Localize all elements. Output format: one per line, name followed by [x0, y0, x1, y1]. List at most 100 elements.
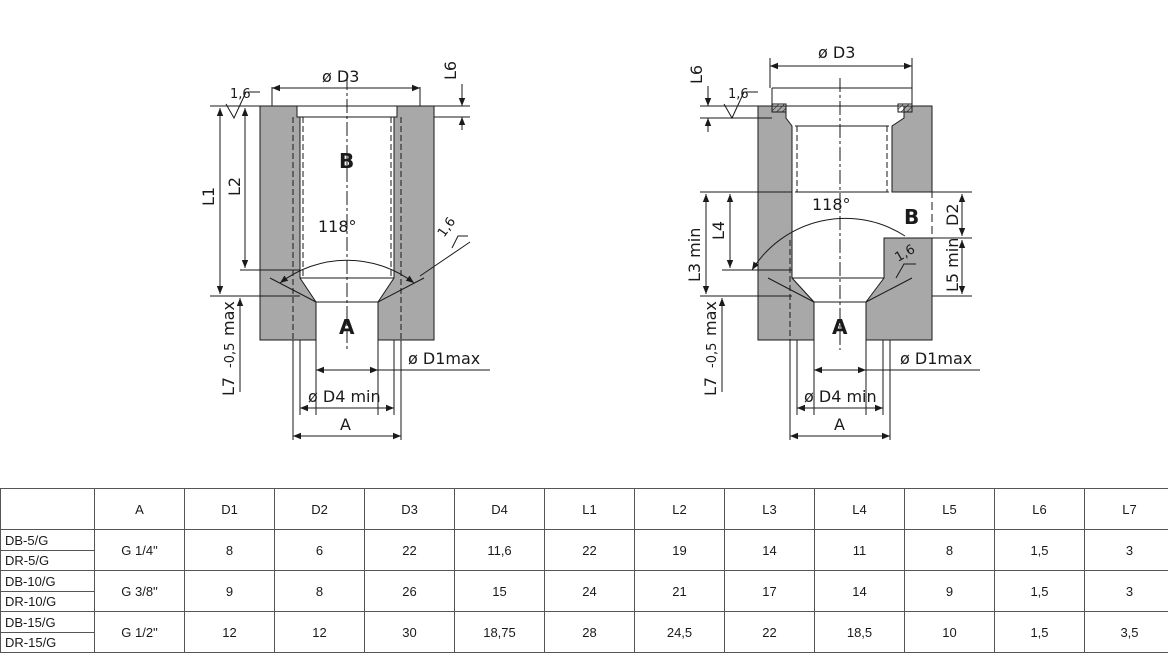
drawing-canvas: ø D3 L6 1,6 L1 L2 B 118° 1,6 A L7 -0,5 m…: [0, 0, 1168, 470]
technical-drawings: ø D3 L6 1,6 L1 L2 B 118° 1,6 A L7 -0,5 m…: [0, 0, 1168, 470]
table-cell: 12: [185, 612, 275, 653]
table-cell: 9: [185, 571, 275, 612]
model-names-cell: DB-10/G DR-10/G: [1, 571, 95, 612]
right-body: [758, 106, 814, 340]
table-cell: 30: [365, 612, 455, 653]
right-roughness-top: 1,6: [728, 87, 749, 102]
left-d3-label: ø D3: [322, 67, 359, 86]
right-d2-label: D2: [943, 204, 962, 227]
right-port-b: B: [904, 205, 919, 229]
table-row: DB-10/G DR-10/G G 3/8" 9 8 26 15 24 21 1…: [1, 571, 1168, 612]
header-cell: [1, 489, 95, 530]
table-cell: 24,5: [635, 612, 725, 653]
table-cell: 3: [1085, 571, 1168, 612]
dimension-table: A D1 D2 D3 D4 L1 L2 L3 L4 L5 L6 L7 DB-5/…: [0, 488, 1168, 653]
right-angle-label: 118°: [812, 195, 851, 214]
table-cell: 1,5: [995, 530, 1085, 571]
header-cell: L2: [635, 489, 725, 530]
model-name: DR-5/G: [1, 550, 94, 570]
left-l7-max: max: [219, 301, 238, 336]
table-cell: 1,5: [995, 612, 1085, 653]
left-d1max-label: ø D1max: [408, 349, 480, 368]
table-cell: 11,6: [455, 530, 545, 571]
model-name: DR-15/G: [1, 632, 94, 652]
table-cell: 21: [635, 571, 725, 612]
right-l6-label: L6: [687, 65, 706, 84]
table-header-row: A D1 D2 D3 D4 L1 L2 L3 L4 L5 L6 L7: [1, 489, 1168, 530]
left-l7-tolerance: -0,5: [223, 343, 238, 368]
table-row: DB-15/G DR-15/G G 1/2" 12 12 30 18,75 28…: [1, 612, 1168, 653]
table-cell: 12: [275, 612, 365, 653]
table-cell: 3: [1085, 530, 1168, 571]
table-cell: 18,5: [815, 612, 905, 653]
table-cell: G 1/2": [95, 612, 185, 653]
table-cell: 28: [545, 612, 635, 653]
left-body: [260, 106, 316, 340]
table-cell: 8: [185, 530, 275, 571]
right-l5min-label: L5 min: [943, 238, 962, 292]
right-d3-label: ø D3: [818, 43, 855, 62]
left-d4min-label: ø D4 min: [308, 387, 381, 406]
model-names-cell: DB-5/G DR-5/G: [1, 530, 95, 571]
left-l1-label: L1: [199, 187, 218, 206]
table-cell: 8: [275, 571, 365, 612]
table-cell: G 3/8": [95, 571, 185, 612]
table-cell: G 1/4": [95, 530, 185, 571]
header-cell: L5: [905, 489, 995, 530]
table-cell: 14: [725, 530, 815, 571]
table-cell: 22: [365, 530, 455, 571]
left-roughness-side: 1,6: [435, 215, 459, 241]
right-l3min-label: L3 min: [685, 228, 704, 282]
table-cell: 8: [905, 530, 995, 571]
right-drawing: [700, 58, 980, 440]
right-l7-max: max: [701, 301, 720, 336]
right-a-label: A: [834, 415, 845, 434]
table-cell: 10: [905, 612, 995, 653]
model-names-cell: DB-15/G DR-15/G: [1, 612, 95, 653]
table-cell: 19: [635, 530, 725, 571]
header-cell: D4: [455, 489, 545, 530]
left-l7-label: L7: [219, 377, 238, 396]
right-l7-tolerance: -0,5: [705, 343, 720, 368]
table-cell: 15: [455, 571, 545, 612]
model-name: DB-15/G: [1, 613, 94, 632]
model-name: DB-5/G: [1, 531, 94, 550]
table-cell: 17: [725, 571, 815, 612]
left-port-b: B: [339, 149, 354, 173]
header-cell: L6: [995, 489, 1085, 530]
table-cell: 26: [365, 571, 455, 612]
table-cell: 18,75: [455, 612, 545, 653]
header-cell: D2: [275, 489, 365, 530]
header-cell: L3: [725, 489, 815, 530]
left-roughness-top: 1,6: [230, 87, 251, 102]
table-cell: 1,5: [995, 571, 1085, 612]
table-cell: 24: [545, 571, 635, 612]
right-port-a: A: [832, 315, 848, 339]
table-cell: 3,5: [1085, 612, 1168, 653]
model-name: DR-10/G: [1, 591, 94, 611]
left-port-a: A: [339, 315, 355, 339]
left-l6-label: L6: [441, 61, 460, 80]
left-angle-label: 118°: [318, 217, 357, 236]
left-a-label: A: [340, 415, 351, 434]
table-cell: 22: [725, 612, 815, 653]
table-row: DB-5/G DR-5/G G 1/4" 8 6 22 11,6 22 19 1…: [1, 530, 1168, 571]
right-d1max-label: ø D1max: [900, 349, 972, 368]
model-name: DB-10/G: [1, 572, 94, 591]
left-drawing: [210, 76, 490, 440]
right-l4-label: L4: [709, 221, 728, 240]
table-cell: 14: [815, 571, 905, 612]
table-cell: 9: [905, 571, 995, 612]
table-cell: 6: [275, 530, 365, 571]
header-cell: A: [95, 489, 185, 530]
header-cell: D3: [365, 489, 455, 530]
right-d4min-label: ø D4 min: [804, 387, 877, 406]
header-cell: L4: [815, 489, 905, 530]
header-cell: D1: [185, 489, 275, 530]
table-cell: 11: [815, 530, 905, 571]
right-l7-label: L7: [701, 377, 720, 396]
header-cell: L1: [545, 489, 635, 530]
table-cell: 22: [545, 530, 635, 571]
left-l2-label: L2: [225, 177, 244, 196]
header-cell: L7: [1085, 489, 1168, 530]
